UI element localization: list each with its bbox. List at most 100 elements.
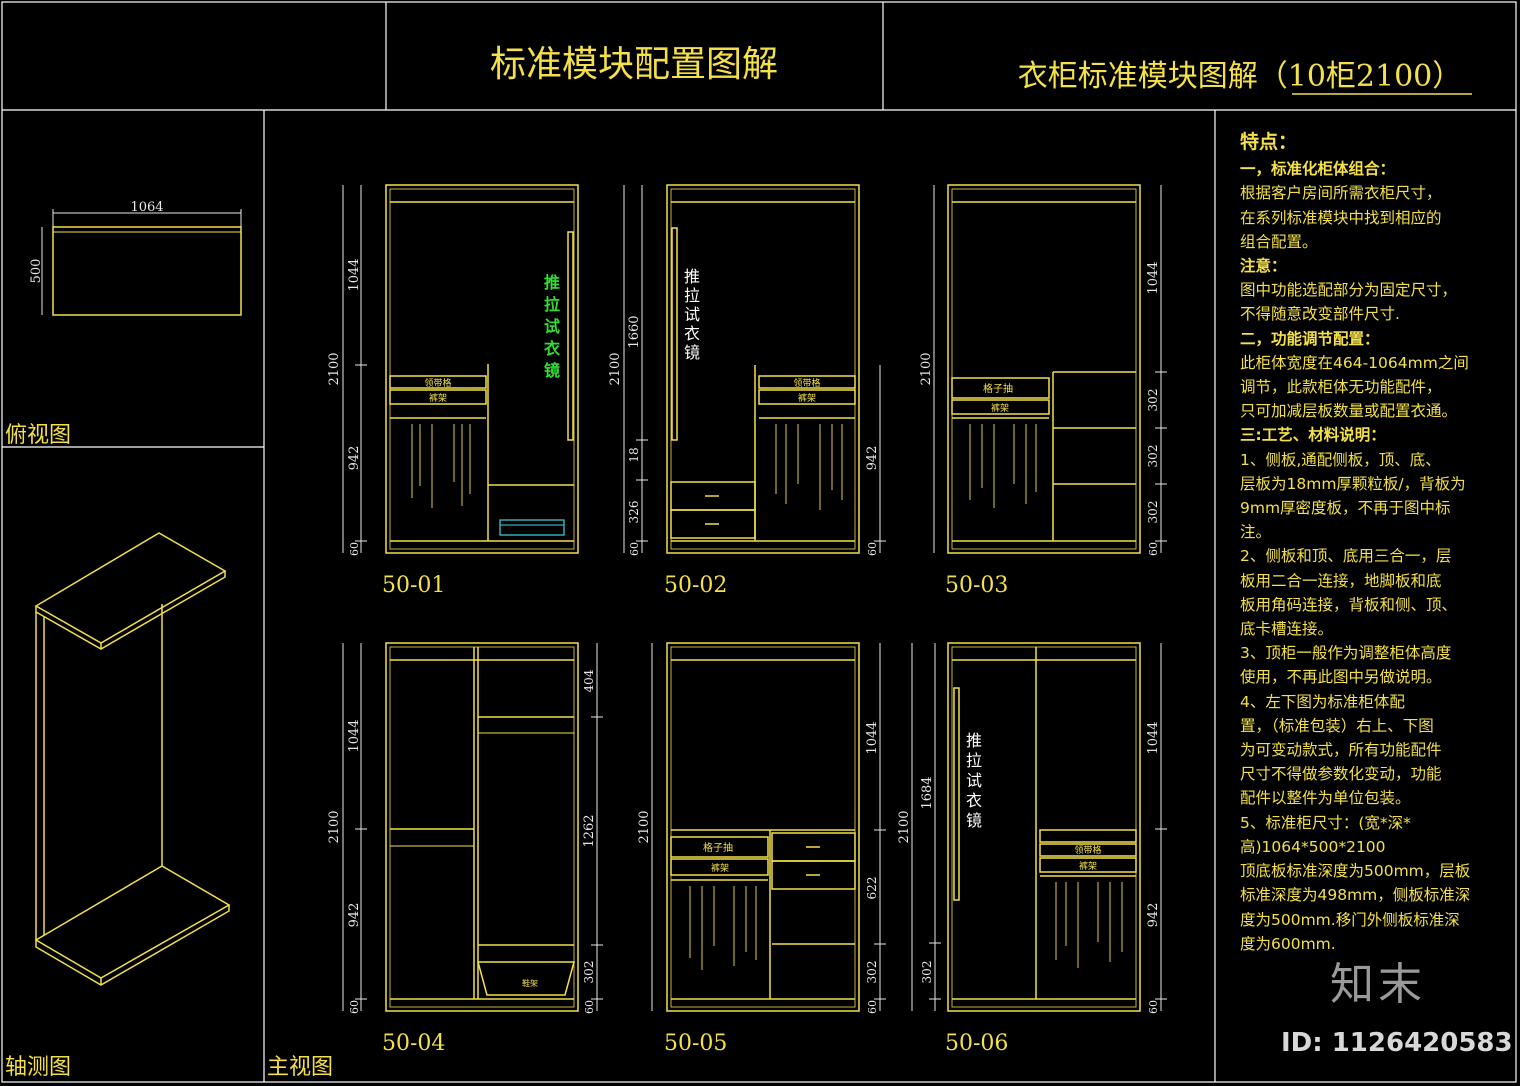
- svg-text:1044: 1044: [347, 258, 362, 291]
- page-subtitle: 衣柜标准模块图解（10柜2100）: [1018, 59, 1463, 94]
- svg-text:1262: 1262: [582, 814, 597, 847]
- svg-text:裤架: 裤架: [798, 392, 816, 404]
- svg-text:60: 60: [583, 1000, 596, 1014]
- svg-text:2100: 2100: [637, 810, 652, 843]
- svg-text:裤架: 裤架: [711, 862, 729, 874]
- svg-text:60: 60: [866, 542, 879, 556]
- svg-text:302: 302: [1146, 445, 1160, 468]
- notes-line: 一，标准化柜体组合：: [1240, 160, 1396, 179]
- axonometric-view: [34, 532, 231, 986]
- notes-line: 5、标准柜尺寸：(宽*深*: [1240, 813, 1411, 832]
- svg-text:1660: 1660: [627, 315, 642, 348]
- mirror-label-char: 镜: [544, 361, 560, 380]
- svg-text:60: 60: [348, 1000, 361, 1014]
- notes-line: 度为500mm.移门外侧板标准深: [1240, 910, 1460, 929]
- svg-text:942: 942: [865, 446, 880, 471]
- mirror-label-char: 衣: [684, 324, 700, 343]
- module-code-50-06: 50-06: [945, 1031, 1008, 1056]
- svg-text:302: 302: [920, 961, 934, 984]
- notes-line: 3、顶柜一般作为调整柜体高度: [1240, 644, 1452, 663]
- svg-text:60: 60: [1147, 1000, 1160, 1014]
- svg-text:942: 942: [347, 446, 362, 471]
- notes-line: 二，功能调节配置：: [1240, 329, 1380, 348]
- notes-line: 9mm厚密度板，不再于图中标: [1240, 499, 1451, 518]
- notes-line: 使用，不再此图中另做说明。: [1240, 668, 1442, 687]
- svg-text:2100: 2100: [897, 810, 912, 843]
- svg-text:302: 302: [1146, 501, 1160, 524]
- page-title: 标准模块配置图解: [490, 44, 778, 85]
- notes-line: 根据客户房间所需衣柜尺寸，: [1240, 184, 1442, 203]
- notes-line: 三:工艺、材料说明：: [1240, 426, 1386, 445]
- svg-text:302: 302: [1146, 389, 1160, 412]
- svg-text:2100: 2100: [327, 810, 342, 843]
- mirror-label-text: 推拉试衣镜: [966, 731, 982, 830]
- mirror-label-50-06: 推拉试衣镜: [966, 731, 982, 830]
- top-view-width-dim: 1064: [130, 200, 163, 215]
- svg-text:622: 622: [865, 877, 879, 900]
- front-view-label: 主视图: [267, 1055, 333, 1080]
- notes-line: 底卡槽连接。: [1240, 620, 1334, 639]
- svg-text:裤架: 裤架: [429, 392, 447, 404]
- notes-line: 在系列标准模块中找到相应的: [1240, 208, 1442, 227]
- svg-text:942: 942: [347, 903, 362, 928]
- svg-text:1044: 1044: [1146, 721, 1161, 754]
- svg-text:格子抽: 格子抽: [703, 841, 733, 854]
- top-view: 1064 500 俯视图: [5, 200, 242, 448]
- notes-line: 调节，此款柜体无功能配件，: [1240, 378, 1442, 397]
- mirror-label-50-01: 推拉试衣镜: [544, 273, 560, 380]
- svg-text:60: 60: [348, 542, 361, 556]
- axonometric-view-label: 轴测图: [5, 1055, 71, 1080]
- module-50-01: 领带格 裤架 推拉试衣镜 2100 1044 942 60 50-01: [327, 184, 579, 598]
- mirror-label-50-02: 推拉试衣镜: [684, 267, 700, 362]
- notes-line: 4、左下图为标准柜体配: [1240, 692, 1405, 711]
- svg-text:格子抽: 格子抽: [983, 382, 1013, 395]
- svg-text:2100: 2100: [919, 352, 934, 385]
- notes-line: 注意：: [1240, 257, 1287, 276]
- svg-text:302: 302: [582, 961, 596, 984]
- mirror-label-char: 试: [544, 317, 560, 336]
- svg-text:领带格: 领带格: [424, 377, 451, 389]
- module-code-50-01: 50-01: [382, 573, 445, 598]
- module-code-50-05: 50-05: [664, 1031, 727, 1056]
- notes-line: 组合配置。: [1240, 232, 1318, 251]
- mirror-label-char: 拉: [544, 295, 560, 314]
- mirror-label-text: 推拉试衣镜: [544, 273, 560, 380]
- mirror-label-char: 试: [684, 305, 700, 324]
- mirror-label-char: 推: [544, 273, 560, 292]
- mirror-label-text: 推拉试衣镜: [684, 267, 700, 362]
- svg-text:2100: 2100: [327, 352, 342, 385]
- svg-text:1044: 1044: [347, 719, 362, 752]
- svg-text:鞋架: 鞋架: [522, 978, 538, 988]
- notes-line: 只可加减层板数量或配置衣通。: [1240, 402, 1458, 421]
- notes-line: 配件以整件为单位包装。: [1240, 789, 1411, 808]
- svg-text:326: 326: [627, 501, 641, 524]
- notes-line: 2、侧板和顶、底用三合一，层: [1240, 547, 1452, 566]
- mirror-label-char: 衣: [966, 791, 982, 810]
- notes-line: 1、侧板,通配侧板，顶、底、: [1240, 450, 1441, 469]
- top-view-depth-dim: 500: [29, 259, 44, 284]
- mirror-label-char: 拉: [684, 286, 700, 305]
- svg-text:2100: 2100: [608, 352, 623, 385]
- svg-text:裤架: 裤架: [991, 402, 1009, 414]
- module-code-50-04: 50-04: [382, 1031, 445, 1056]
- notes-line: 此柜体宽度在464-1064mm之间: [1240, 353, 1469, 372]
- module-50-05: 格子抽 裤架 2100 1044 622 302 60 50-05: [637, 642, 886, 1056]
- module-code-50-02: 50-02: [664, 573, 727, 598]
- mirror-label-char: 推: [684, 267, 700, 286]
- notes-panel: 特点： 一，标准化柜体组合：根据客户房间所需衣柜尺寸，在系列标准模块中找到相应的…: [1240, 130, 1512, 956]
- svg-text:裤架: 裤架: [1079, 860, 1097, 872]
- notes-line: 标准深度为498mm，侧板标准深: [1240, 886, 1471, 905]
- watermark-image-id: ID: 1126420583: [1281, 1028, 1513, 1058]
- notes-line: 高)1064*500*2100: [1240, 837, 1386, 856]
- top-view-label: 俯视图: [5, 423, 71, 448]
- svg-text:942: 942: [1146, 903, 1161, 928]
- notes-line: 顶底板标准深度为500mm，层板: [1240, 862, 1471, 881]
- notes-line: 度为600mm.: [1240, 934, 1336, 953]
- svg-text:领带格: 领带格: [793, 377, 820, 389]
- notes-line: 不得随意改变部件尺寸.: [1240, 305, 1400, 324]
- module-50-06: 领带格 裤架 推拉试衣镜 2100 1684 302 1044 942 60 5…: [897, 642, 1167, 1056]
- module-code-50-03: 50-03: [945, 573, 1008, 598]
- notes-lines: 一，标准化柜体组合： 根据客户房间所需衣柜尺寸， 在系列标准模块中找到相应的组合配置…: [1240, 157, 1512, 956]
